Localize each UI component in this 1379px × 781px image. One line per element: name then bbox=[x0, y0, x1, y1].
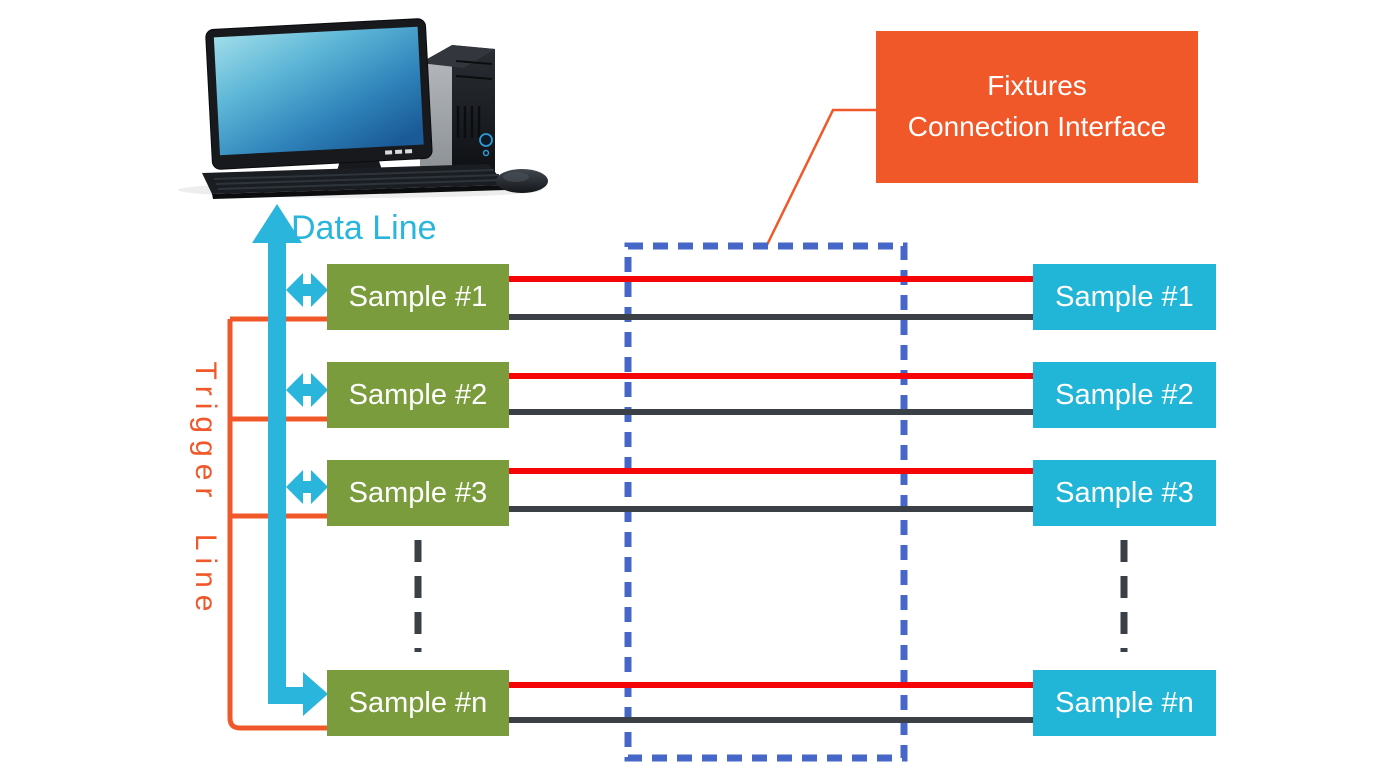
data-line-arrowhead-up bbox=[252, 204, 302, 243]
trigger-line-label: Trigger Line bbox=[189, 361, 222, 619]
fixtures-interface-dashed-rect bbox=[624, 242, 908, 762]
data-line-arrow bbox=[252, 204, 328, 716]
right-sample-box-3: Sample #3 bbox=[1033, 460, 1216, 526]
keyboard-icon bbox=[202, 164, 506, 199]
trigger-trunk-line bbox=[227, 319, 328, 731]
left-sample-box-n: Sample #n bbox=[327, 670, 509, 736]
double-arrow-2 bbox=[286, 373, 328, 407]
power-button-icon bbox=[479, 133, 493, 147]
fixtures-label-line1: Fixtures bbox=[987, 70, 1087, 102]
right-sample-box-n: Sample #n bbox=[1033, 670, 1216, 736]
right-sample-box-2: Sample #2 bbox=[1033, 362, 1216, 428]
data-line-label: Data Line bbox=[291, 209, 437, 247]
left-sample-box-1: Sample #1 bbox=[327, 264, 509, 330]
signal-wires bbox=[509, 276, 1033, 723]
mouse-icon bbox=[496, 169, 548, 193]
data-line-elbow bbox=[268, 687, 303, 704]
monitor-screen bbox=[213, 26, 424, 156]
fixtures-connection-label-box: Fixtures Connection Interface bbox=[876, 31, 1198, 183]
bidirectional-arrows bbox=[286, 273, 328, 504]
monitor-icon bbox=[205, 18, 433, 170]
double-arrow-1 bbox=[286, 273, 328, 307]
left-sample-box-3: Sample #3 bbox=[327, 460, 509, 526]
computer-image bbox=[178, 18, 548, 199]
double-arrow-3 bbox=[286, 470, 328, 504]
right-sample-box-1: Sample #1 bbox=[1033, 264, 1216, 330]
data-line-arrowhead-right bbox=[303, 672, 328, 716]
left-sample-box-2: Sample #2 bbox=[327, 362, 509, 428]
fixtures-label-line2: Connection Interface bbox=[907, 111, 1167, 142]
fixtures-callout-line bbox=[763, 108, 876, 250]
data-line-shaft bbox=[268, 240, 286, 704]
